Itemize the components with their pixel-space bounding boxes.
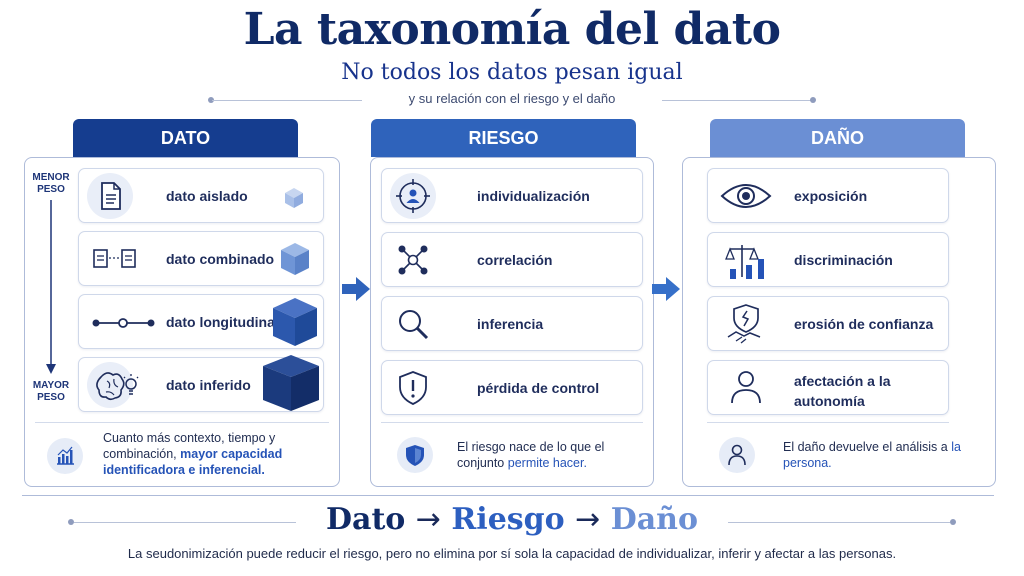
divider-dot [810,97,816,103]
note-text: El daño devuelve el análisis a [783,440,948,454]
dano-header: DAÑO [710,119,965,157]
card-label: inferencia [477,316,544,332]
perdida-control-card: pérdida de control [381,360,643,415]
note-highlight: mayor capacidad identificadora e inferen… [103,447,283,477]
eye-icon [716,173,776,219]
section-divider [22,495,994,496]
dato-panel: MENOR PESO MAYOR PESO dato aislado dato … [24,157,340,487]
dano-panel: exposición discriminación erosión de con… [682,157,996,487]
large-cube-icon [273,298,317,346]
card-label: pérdida de control [477,380,600,396]
person-icon [716,365,776,411]
medium-cube-icon [281,243,309,275]
card-label: discriminación [794,252,893,268]
riesgo-header: RIESGO [371,119,636,157]
network-nodes-icon [390,237,436,283]
linked-documents-icon [87,236,136,282]
warning-shield-icon [390,365,436,411]
brain-lightbulb-icon [87,362,139,408]
individualizacion-card: individualización [381,168,643,223]
scale-top-label: MENOR PESO [32,172,70,195]
document-icon [87,173,133,219]
formula-arrow: → [415,502,441,537]
tagline-row: y su relación con el riesgo y el daño [208,90,816,110]
exposicion-card: exposición [707,168,949,223]
scale-bottom-label: MAYOR PESO [32,380,70,403]
card-label: dato longitudinal [166,314,279,330]
note-highlight: la persona. [783,440,961,470]
divider-line [662,100,812,101]
dano-note: El daño devuelve el análisis a la person… [783,439,963,471]
discriminacion-card: discriminación [707,232,949,287]
xlarge-cube-icon [263,355,319,411]
small-cube-icon [285,188,303,208]
target-person-icon [390,173,436,219]
card-label: correlación [477,252,553,268]
footer-text: La seudonimización puede reducir el ries… [127,546,897,561]
formula: Dato → Riesgo → Daño [0,502,1024,537]
card-label: individualización [477,188,590,204]
timeline-icon [87,299,155,345]
card-label: dato aislado [166,188,248,204]
panel-divider [707,422,949,423]
card-label: erosión de confianza [794,316,934,332]
divider-dot [68,519,74,525]
divider-line [212,100,362,101]
riesgo-panel: individualización correlación inferencia… [370,157,654,487]
divider-dot [950,519,956,525]
tagline: y su relación con el riesgo y el daño [408,91,616,106]
formula-riesgo: Riesgo [451,502,565,537]
flow-arrow-icon [652,277,680,301]
formula-arrow: → [575,502,601,537]
erosion-confianza-card: erosión de confianza [707,296,949,351]
weight-scale-arrow [46,200,56,374]
formula-dano: Daño [610,502,698,537]
divider-line [74,522,296,523]
formula-dato: Dato [326,502,406,537]
divider-line [728,522,950,523]
dato-note: Cuanto más contexto, tiempo y combinació… [103,430,323,478]
shield-icon [397,437,433,473]
note-highlight: permite hacer. [507,456,587,470]
afectacion-autonomia-card: afectación a la autonomía [707,360,949,415]
card-label-line: afectación a la [794,373,891,389]
page-title: La taxonomía del dato [243,4,781,55]
card-label: dato combinado [166,251,275,267]
card-label-line: autonomía [794,393,865,409]
dato-combinado-card: dato combinado [78,231,324,286]
panel-divider [381,422,643,423]
note-text: El riesgo nace de lo que el conjunto [457,440,605,470]
card-label: afectación a la autonomía [794,371,891,411]
person-icon [719,437,755,473]
magnifier-icon [390,301,436,347]
card-label: exposición [794,188,868,204]
note-text: Cuanto más contexto, tiempo y combinació… [103,431,276,461]
dato-aislado-card: dato aislado [78,168,324,223]
dato-header: DATO [73,119,298,157]
divider-dot [208,97,214,103]
flow-arrow-icon [342,277,370,301]
bar-chart-icon [47,438,83,474]
correlacion-card: correlación [381,232,643,287]
inferencia-card: inferencia [381,296,643,351]
card-label: dato inferido [166,377,251,393]
panel-divider [35,422,329,423]
riesgo-note: El riesgo nace de lo que el conjunto per… [457,439,637,471]
page-subtitle: No todos los datos pesan igual [341,60,683,85]
broken-shield-handshake-icon [716,301,776,347]
dato-inferido-card: dato inferido [78,355,324,412]
dato-longitudinal-card: dato longitudinal [78,294,324,349]
scales-icon [716,237,776,283]
